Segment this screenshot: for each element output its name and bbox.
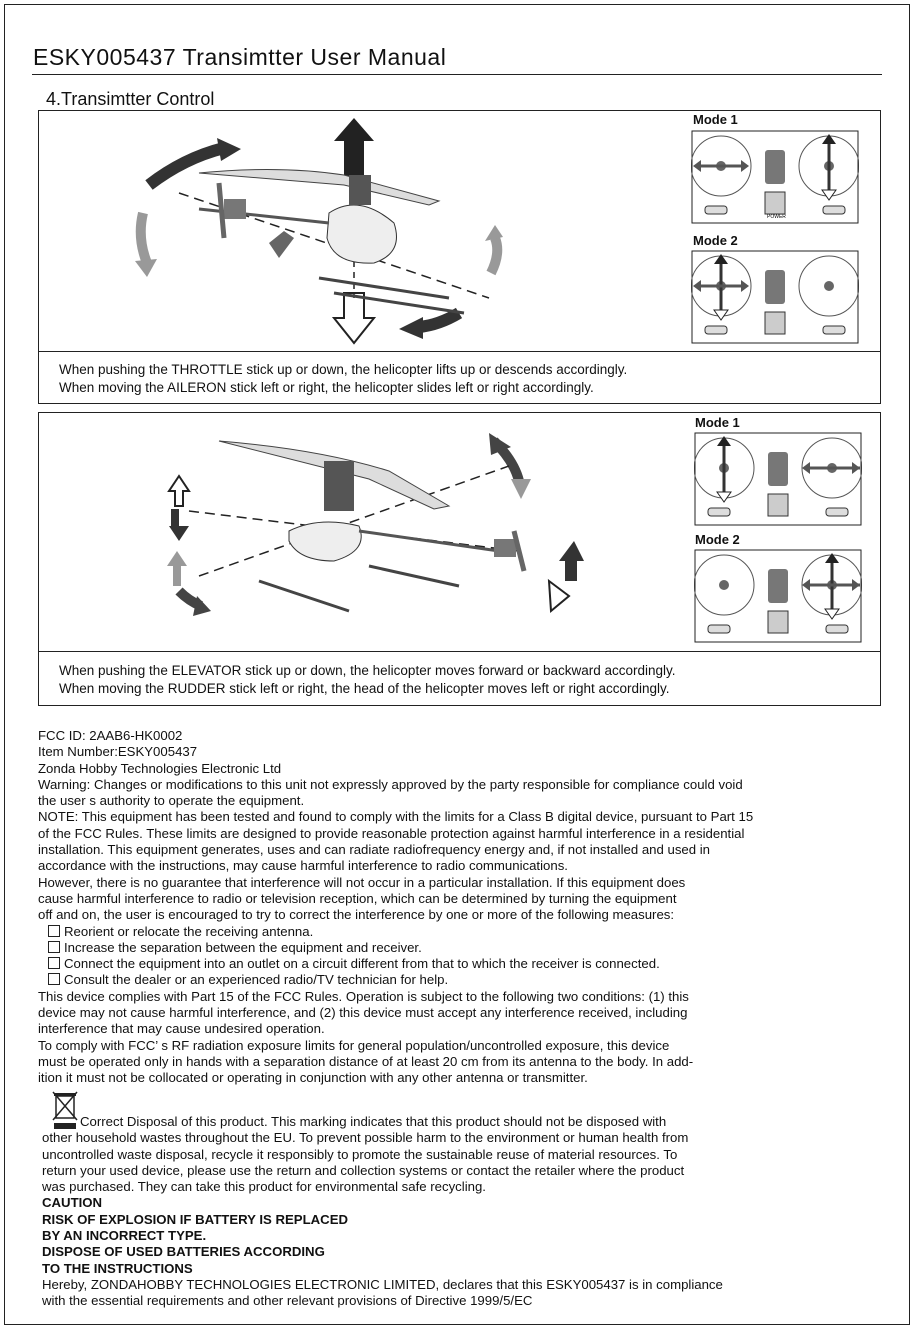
fcc-line: To comply with FCC’ s RF radiation expos… [38,1037,670,1053]
throttle-aileron-panel: Mode 1 POWER Mode 2 When pu [38,110,881,404]
fcc-statement: FCC ID: 2AAB6-HK0002 Item Number:ESKY005… [38,728,908,1087]
checkbox-icon [48,957,60,970]
caution-line: TO THE INSTRUCTIONS [42,1260,193,1276]
measure-item: Connect the equipment into an outlet on … [38,956,908,972]
caution-line: BY AN INCORRECT TYPE. [42,1228,207,1244]
fcc-line: Item Number:ESKY005437 [38,744,198,760]
elevator-caption: When pushing the ELEVATOR stick up or do… [59,663,676,678]
checkbox-icon [48,973,60,986]
fcc-line: FCC ID: 2AAB6-HK0002 [38,728,183,743]
measure-text: Consult the dealer or an experienced rad… [64,972,449,988]
fcc-line: ition it must not be collocated or opera… [38,1070,588,1086]
measure-item: Consult the dealer or an experienced rad… [38,972,908,988]
transmitter-mode-1-throttle-icon: POWER [691,130,859,224]
caution-line: RISK OF EXPLOSION IF BATTERY IS REPLACED [42,1211,349,1227]
fcc-line: Zonda Hobby Technologies Electronic Ltd [38,760,282,776]
declaration-line: with the essential requirements and othe… [42,1293,533,1309]
checkbox-icon [48,924,60,937]
fcc-line: the user s authority to operate the equi… [38,793,305,809]
fcc-line: installation. This equipment generates, … [38,842,711,858]
fcc-line: However, there is no guarantee that inte… [38,874,686,890]
fcc-line: NOTE: This equipment has been tested and… [38,809,754,825]
measure-item: Reorient or relocate the receiving anten… [38,924,908,940]
fcc-line: Warning: Changes or modifications to thi… [38,776,743,792]
weee-bin-icon [52,1091,78,1129]
measure-text: Reorient or relocate the receiving anten… [64,923,314,939]
elevator-rudder-panel: Mode 1 Mode 2 When pushing the [38,412,881,706]
fcc-line: accordance with the instructions, may ca… [38,858,568,874]
transmitter-mode-2-elevator-icon [694,549,862,643]
mode-2-label: Mode 2 [693,233,738,248]
declaration-line: Hereby, ZONDAHOBBY TECHNOLOGIES ELECTRON… [42,1276,723,1292]
disposal-line: was purchased. They can take this produc… [42,1179,486,1195]
fcc-line: device may not cause harmful interferenc… [38,1005,688,1021]
disposal-line: uncontrolled waste disposal, recycle it … [42,1146,678,1162]
section-title: 4.Transimtter Control [46,89,215,109]
transmitter-mode-2-throttle-icon [691,250,859,344]
fcc-line: off and on, the user is encouraged to tr… [38,907,675,923]
mode-1-label: Mode 1 [695,415,740,430]
mode-1-label: Mode 1 [693,112,738,127]
checkbox-icon [48,940,60,953]
panel-divider [39,351,880,352]
fcc-line: cause harmful interference to radio or t… [38,890,677,906]
rudder-caption: When moving the RUDDER stick left or rig… [59,681,670,696]
helicopter-throttle-aileron-illustration [135,118,503,345]
measure-item: Increase the separation between the equi… [38,940,908,956]
power-label: POWER [767,214,786,220]
measure-text: Increase the separation between the equi… [64,939,422,955]
mode-2-label: Mode 2 [695,532,740,547]
disposal-line: Correct Disposal of this product. This m… [80,1114,667,1129]
title-rule [32,74,882,75]
fcc-line: must be operated only in hands with a se… [38,1053,694,1069]
panel-divider [39,651,880,652]
fcc-line: of the FCC Rules. These limits are desig… [38,825,745,841]
page-title: ESKY005437 Transimtter User Manual [33,44,447,70]
measure-text: Connect the equipment into an outlet on … [64,956,660,972]
aileron-caption: When moving the AILERON stick left or ri… [59,380,594,395]
disposal-line: return your used device, please use the … [42,1162,685,1178]
caution-heading: CAUTION [42,1195,103,1211]
page-frame [4,4,910,1325]
fcc-line: This device complies with Part 15 of the… [38,988,689,1004]
throttle-caption: When pushing the THROTTLE stick up or do… [59,362,628,377]
disposal-line: other household wastes throughout the EU… [42,1130,689,1146]
caution-line: DISPOSE OF USED BATTERIES ACCORDING [42,1244,325,1260]
transmitter-mode-1-elevator-icon [694,432,862,526]
helicopter-elevator-rudder-illustration [167,433,584,616]
disposal-section: Correct Disposal of this product. This m… [42,1090,902,1310]
fcc-line: interference that may cause undesired op… [38,1021,325,1037]
